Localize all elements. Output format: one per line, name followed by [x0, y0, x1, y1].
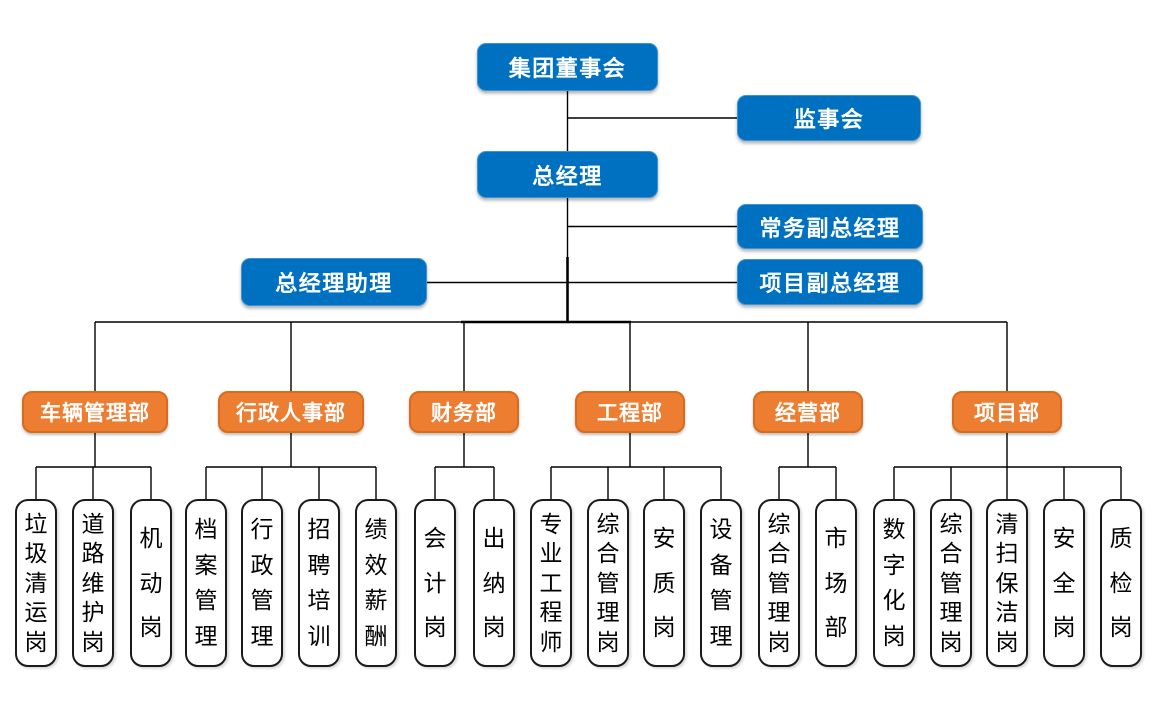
position-box: 市场部	[815, 499, 857, 667]
position-box: 专业工程师	[530, 499, 572, 667]
node-dept-projects: 项目部	[952, 391, 1062, 433]
position-box: 综合管理岗	[758, 499, 800, 667]
position-box: 质检岗	[1100, 499, 1142, 667]
position-box: 安质岗	[643, 499, 685, 667]
node-supervisory-board: 监事会	[737, 95, 921, 141]
node-dept-engineering: 工程部	[575, 391, 685, 433]
node-dept-operations: 经营部	[753, 391, 863, 433]
position-box: 设备管理	[700, 499, 742, 667]
position-box: 招聘培训	[298, 499, 340, 667]
position-box: 绩效薪酬	[355, 499, 397, 667]
position-box: 清扫保洁岗	[986, 499, 1028, 667]
node-project-deputy-gm: 项目副总经理	[737, 259, 923, 305]
position-box: 行政管理	[241, 499, 283, 667]
node-executive-deputy-gm: 常务副总经理	[737, 204, 923, 249]
node-board-of-directors: 集团董事会	[477, 43, 658, 91]
position-box: 安全岗	[1043, 499, 1085, 667]
position-box: 会计岗	[414, 499, 456, 667]
position-box: 道路维护岗	[72, 499, 114, 667]
position-box: 机动岗	[130, 499, 172, 667]
position-box: 出纳岗	[473, 499, 515, 667]
position-box: 垃圾清运岗	[15, 499, 57, 667]
node-dept-finance: 财务部	[409, 391, 519, 433]
node-dept-admin-hr: 行政人事部	[218, 391, 364, 433]
node-dept-vehicle-management: 车辆管理部	[22, 391, 168, 433]
position-box: 综合管理岗	[587, 499, 629, 667]
position-box: 综合管理岗	[930, 499, 972, 667]
node-general-manager: 总经理	[477, 151, 658, 198]
position-box: 数字化岗	[873, 499, 915, 667]
position-box: 档案管理	[185, 499, 227, 667]
node-gm-assistant: 总经理助理	[241, 258, 427, 306]
